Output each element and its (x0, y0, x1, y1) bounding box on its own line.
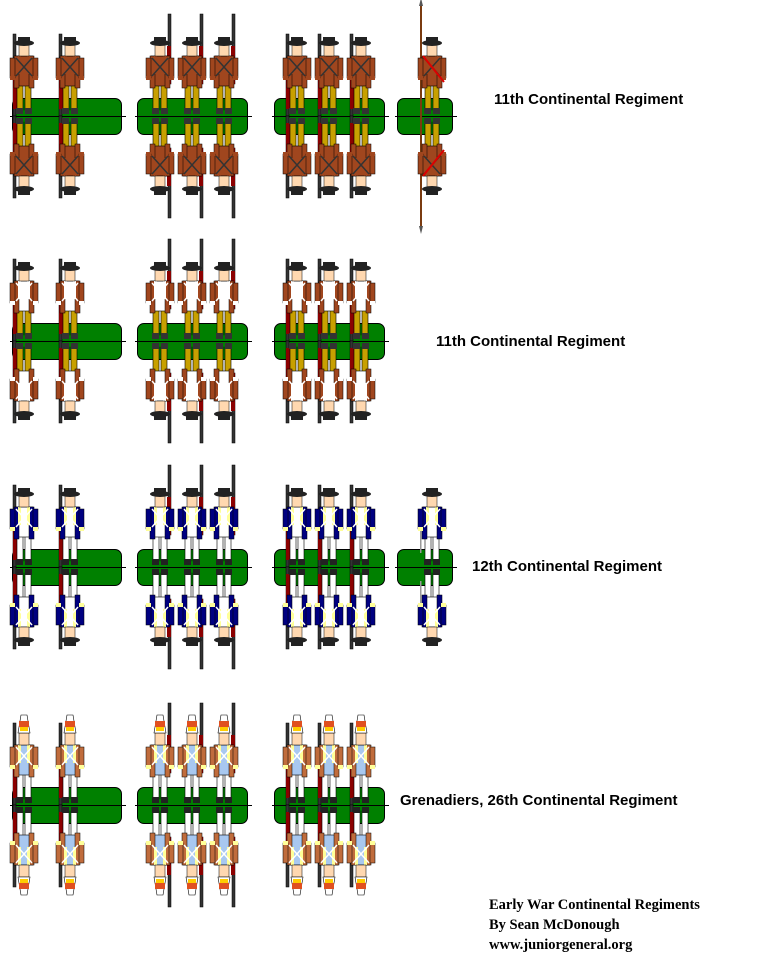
fold-line (395, 116, 457, 117)
soldier-figure (55, 714, 85, 896)
soldier-figure (209, 464, 239, 670)
fold-line (10, 567, 126, 568)
soldier-figure (9, 33, 39, 199)
sheet-title: Early War Continental Regiments (489, 897, 700, 913)
sheet-author: By Sean McDonough (489, 917, 620, 933)
regiment-label-2: 11th Continental Regiment (436, 333, 626, 350)
credits-block: Early War Continental Regiments By Sean … (489, 895, 700, 955)
soldier-figure (209, 702, 239, 908)
soldier-figure (314, 258, 344, 424)
fold-line (135, 116, 252, 117)
soldier-figure (417, 0, 447, 234)
soldier-figure (282, 33, 312, 199)
soldier-figure (314, 33, 344, 199)
soldier-figure (177, 238, 207, 444)
regiment-label-1: 11th Continental Regiment (494, 91, 684, 108)
sheet-website: www.juniorgeneral.org (489, 937, 633, 953)
soldier-figure (9, 714, 39, 896)
soldier-figure (145, 702, 175, 908)
fold-line (272, 341, 389, 342)
soldier-figure (346, 484, 376, 650)
fold-line (272, 805, 389, 806)
soldier-figure (346, 258, 376, 424)
soldier-figure (55, 258, 85, 424)
soldier-figure (282, 484, 312, 650)
fold-line (135, 341, 252, 342)
fold-line (272, 116, 389, 117)
soldier-figure (282, 258, 312, 424)
regiment-row-1 (0, 0, 767, 234)
soldier-figure (346, 33, 376, 199)
soldier-figure (9, 484, 39, 650)
fold-line (10, 341, 126, 342)
soldier-figure (145, 464, 175, 670)
fold-line (272, 567, 389, 568)
soldier-figure (55, 484, 85, 650)
soldier-figure (314, 484, 344, 650)
fold-line (10, 805, 126, 806)
soldier-figure (145, 238, 175, 444)
soldier-figure (145, 13, 175, 219)
fold-line (395, 567, 457, 568)
fold-line (135, 567, 252, 568)
soldier-figure (209, 13, 239, 219)
soldier-figure (209, 238, 239, 444)
soldier-figure (417, 488, 447, 646)
soldier-figure (55, 33, 85, 199)
fold-line (135, 805, 252, 806)
regiment-label-4: Grenadiers, 26th Continental Regiment (400, 792, 678, 809)
soldier-figure (177, 464, 207, 670)
soldier-figure (177, 13, 207, 219)
regiment-label-3: 12th Continental Regiment (472, 558, 663, 575)
soldier-figure (346, 714, 376, 896)
soldier-figure (177, 702, 207, 908)
fold-line (10, 116, 126, 117)
soldier-figure (282, 714, 312, 896)
soldier-figure (314, 714, 344, 896)
soldier-figure (9, 258, 39, 424)
